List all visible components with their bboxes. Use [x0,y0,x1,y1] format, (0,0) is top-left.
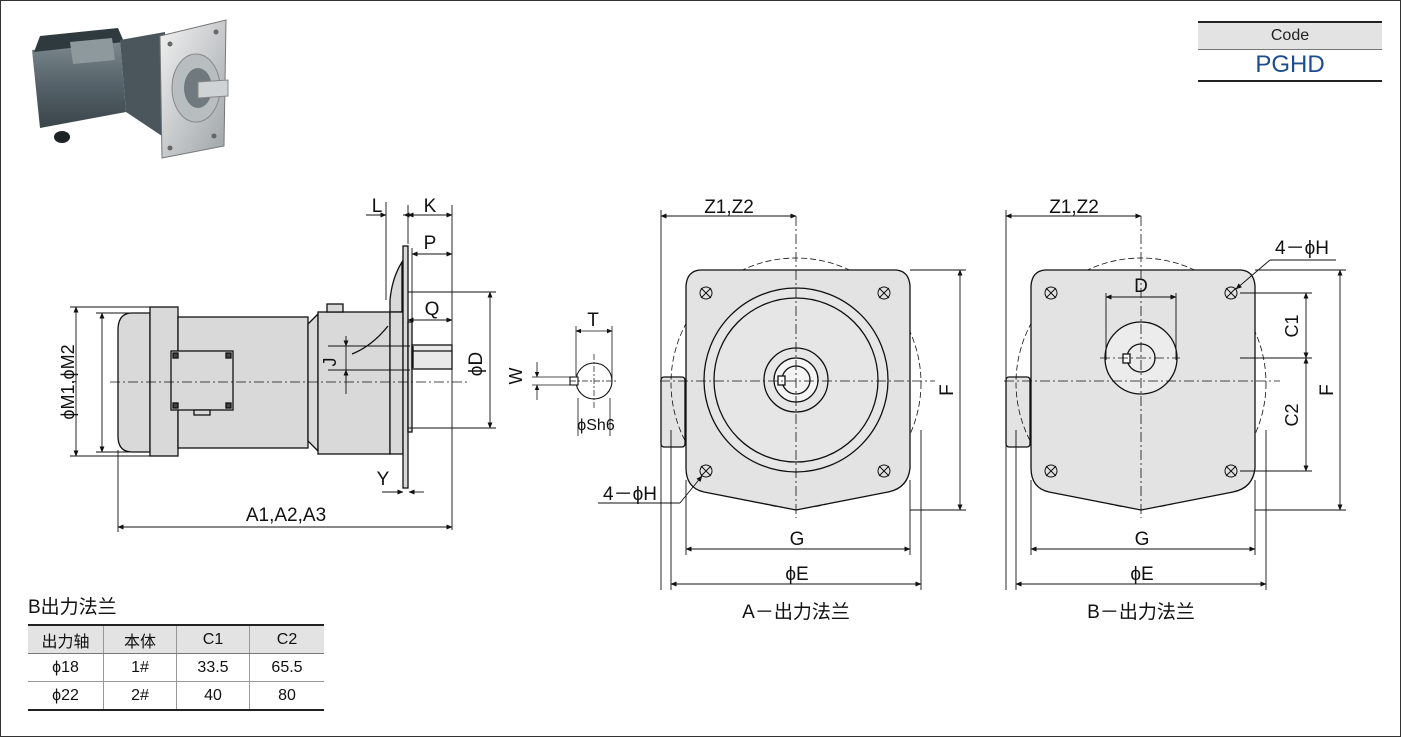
label-phiD: ϕD [466,352,487,376]
label-Z-a: Z1,Z2 [704,197,754,218]
label-G-b: G [1135,529,1150,550]
table-cell: 2# [103,681,177,711]
label-J: J [320,358,340,367]
table-title: B出力法兰 [28,597,117,618]
table-header-cell: 出力轴 [28,624,104,654]
table-row: ϕ22 2# 40 80 [28,681,324,711]
side-view [117,245,453,489]
label-Y: Y [377,469,390,490]
shaft-section [532,326,618,436]
b-flange-dimensions [1005,210,1346,590]
table-header-cell: C1 [176,624,250,654]
table-cell: 1# [103,653,177,682]
label-holes-a: 4－ϕH [603,484,657,505]
label-T: T [587,310,599,331]
table-header-row: 出力轴 本体 C1 C2 [28,624,324,654]
table-row: ϕ18 1# 33.5 65.5 [28,653,324,682]
label-L: L [372,196,383,217]
code-value: PGHD [1198,50,1382,82]
b-flange-centerlines [1004,216,1280,518]
code-box: Code PGHD [1198,21,1382,82]
label-P: P [424,233,437,254]
gear-motor-photo-icon [32,19,229,159]
a-flange-dimensions [598,210,966,590]
a-flange-centerlines [660,216,935,518]
code-label: Code [1198,21,1382,50]
table-header-cell: 本体 [103,624,177,654]
label-phiS: ϕSh6 [577,417,615,434]
label-F-b: F [1317,384,1338,396]
b-flange-table: 出力轴 本体 C1 C2 ϕ18 1# 33.5 65.5 ϕ22 2# 40 … [28,624,324,711]
table-cell: ϕ22 [28,681,104,711]
label-W: W [506,368,526,385]
side-dimensions [70,202,496,532]
label-phiE-b: ϕE [1130,564,1153,585]
table-cell: 40 [176,681,250,711]
label-holes-b: 4－ϕH [1275,238,1329,259]
table-cell: 80 [249,681,324,711]
label-phiE-a: ϕE [785,564,808,585]
label-Q: Q [425,299,440,320]
label-C2-b: C2 [1282,403,1302,426]
label-G-a: G [790,529,805,550]
label-phiM: ϕM1,ϕM2 [58,344,78,419]
a-flange-view [660,257,922,511]
label-F-a: F [937,384,958,396]
table-header-cell: C2 [249,624,324,654]
label-D-b: D [1134,276,1148,297]
caption-b-flange: B－出力法兰 [1087,601,1195,623]
table-cell: 65.5 [249,653,324,682]
table-cell: 33.5 [176,653,250,682]
caption-a-flange: A－出力法兰 [742,601,850,623]
label-K: K [424,196,437,217]
table-cell: ϕ18 [28,653,104,682]
label-C1-b: C1 [1282,314,1302,337]
label-Z-b: Z1,Z2 [1049,197,1099,218]
label-A: A1,A2,A3 [246,505,326,526]
